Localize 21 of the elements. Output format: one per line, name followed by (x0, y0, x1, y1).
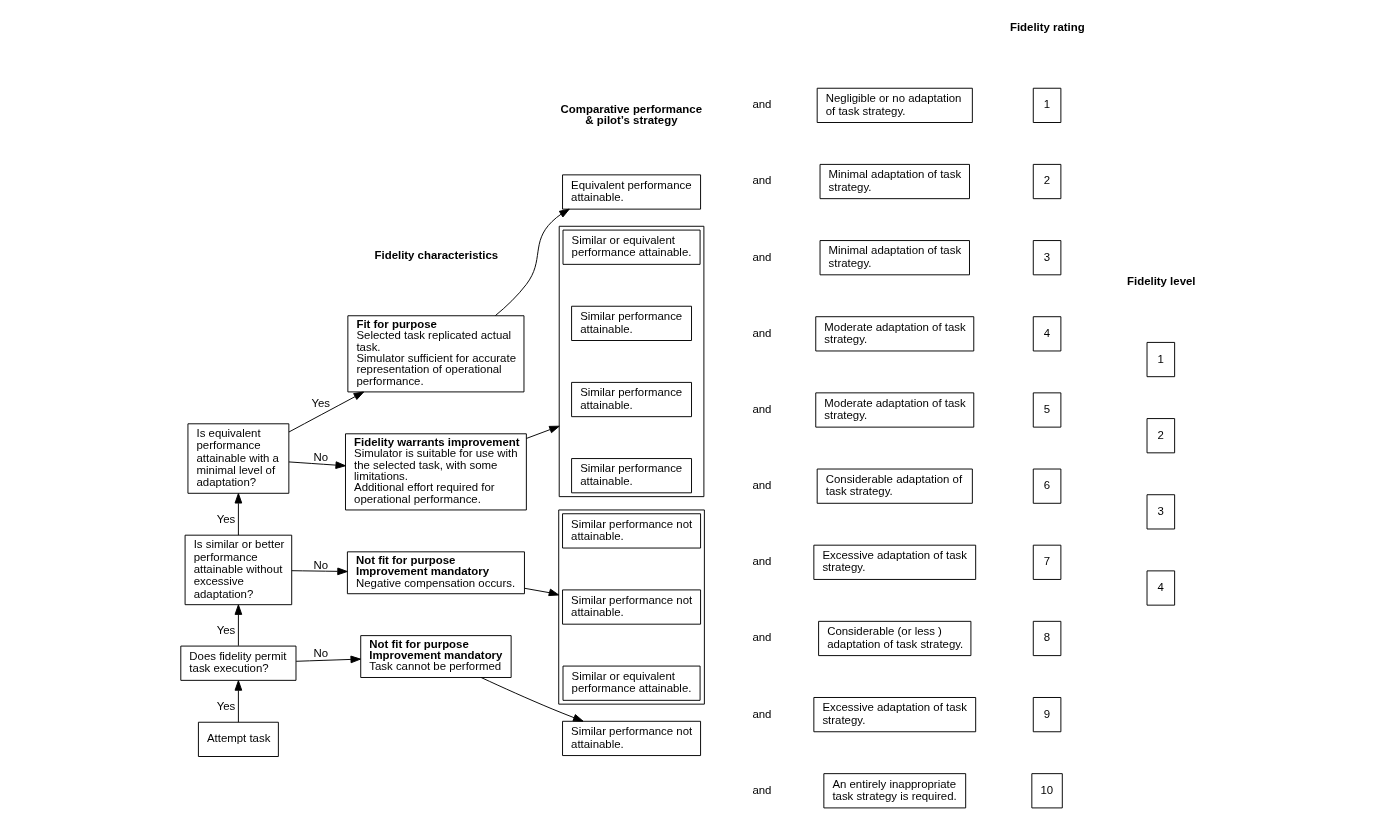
edge-label: No (313, 558, 329, 571)
label: Comparative performance & pilot’s strategy (560, 102, 702, 127)
label: and (752, 479, 772, 492)
label: and (752, 707, 772, 720)
label: and (752, 402, 772, 415)
label: Fidelity characteristics (374, 248, 499, 261)
label: and (752, 555, 772, 568)
label: Fidelity rating (1009, 21, 1085, 34)
label: and (752, 783, 772, 796)
label: and (752, 174, 772, 187)
label: and (752, 631, 772, 644)
label: Fidelity level (1127, 275, 1196, 288)
label: and (752, 250, 772, 263)
edge-label: Yes (216, 700, 236, 713)
edge-label: No (313, 647, 329, 660)
label: and (752, 98, 772, 111)
edge-label: Yes (216, 624, 236, 637)
label: and (752, 326, 772, 339)
edge-label: No (313, 451, 329, 464)
edge-label: Yes (311, 396, 331, 409)
edge-label: Yes (216, 513, 236, 526)
